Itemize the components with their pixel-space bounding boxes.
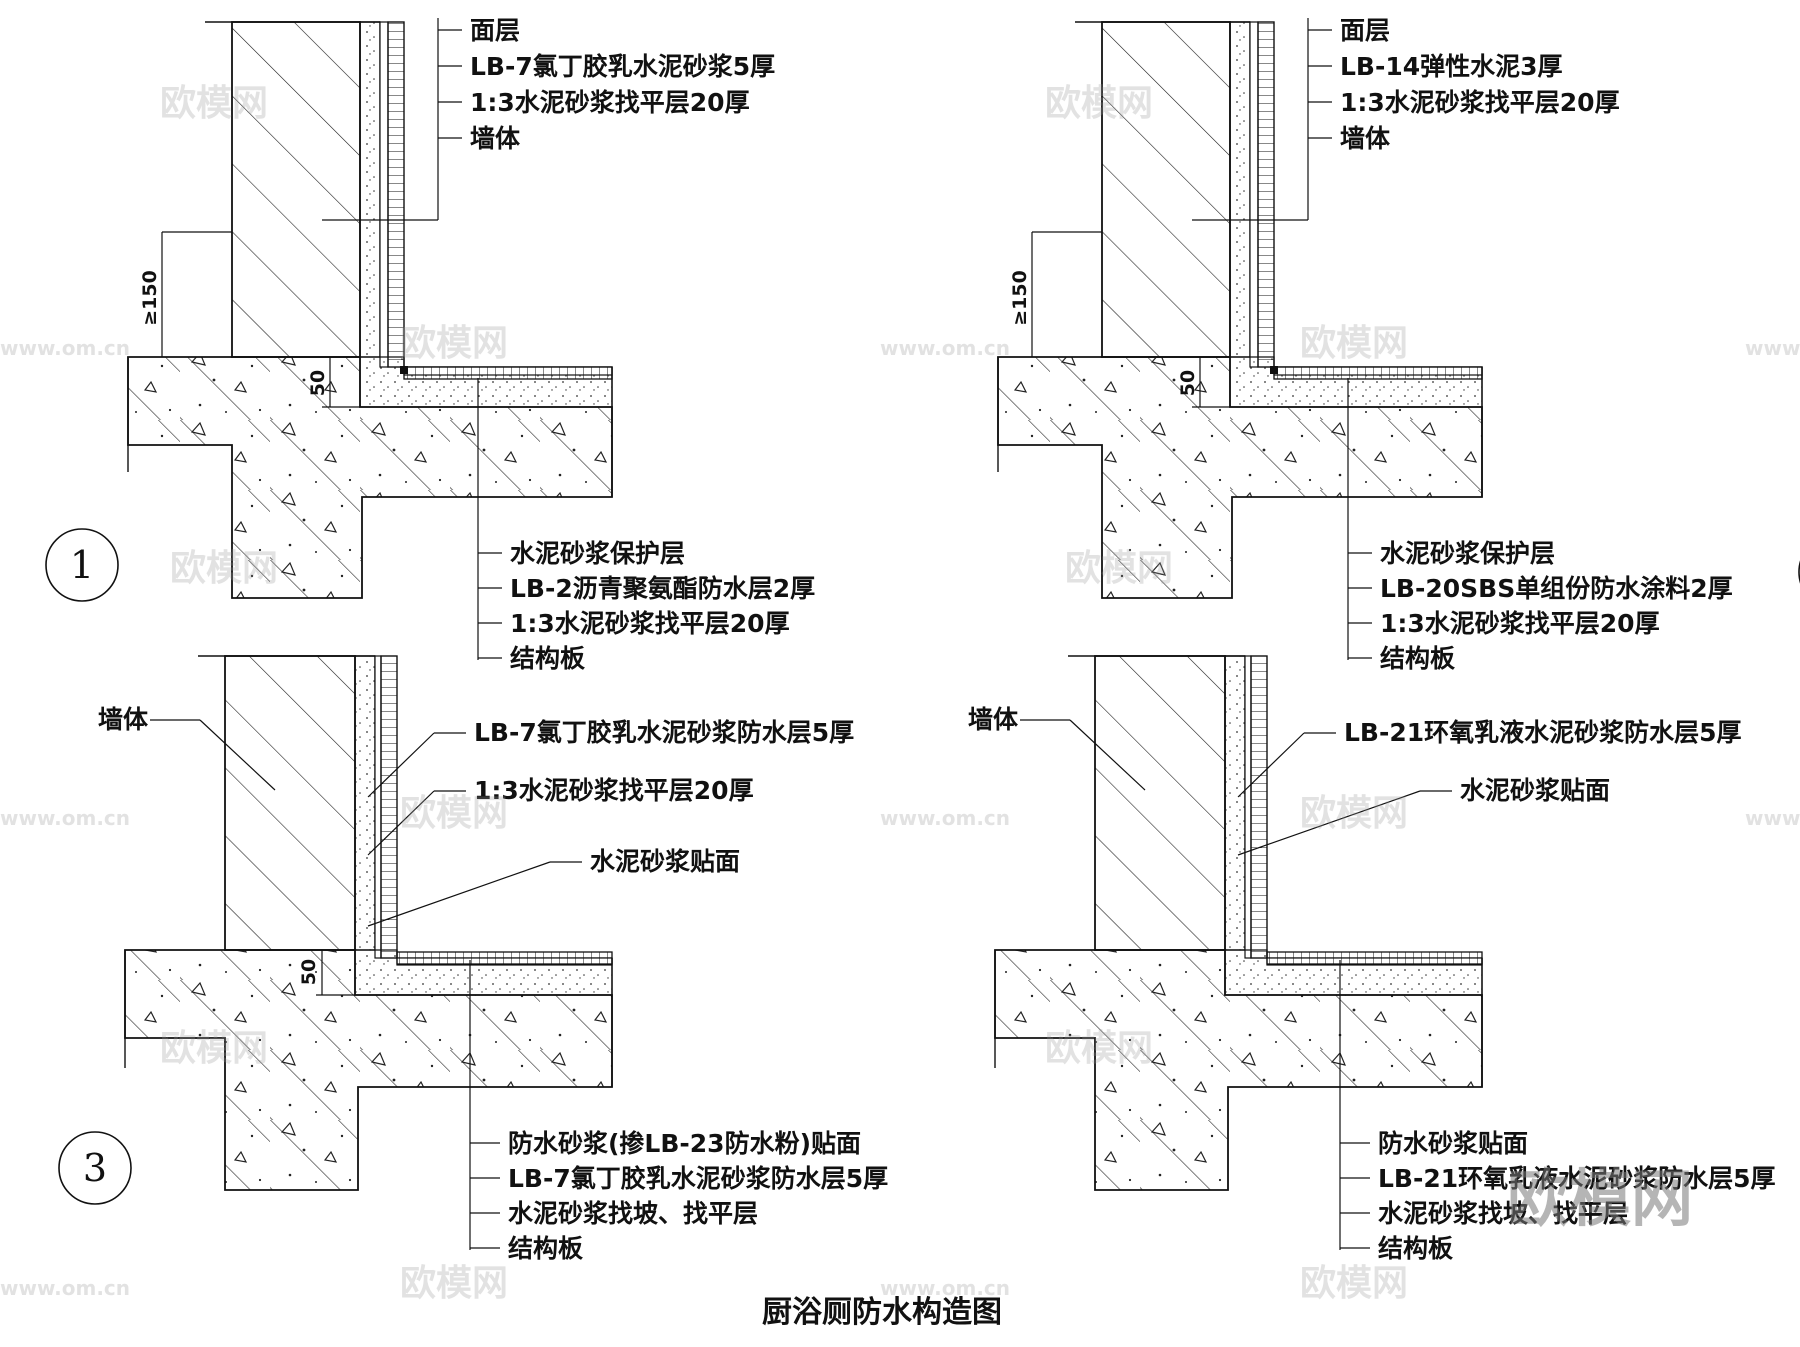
dim-offset-label: 50 xyxy=(298,959,320,985)
floor-layer-label: 1:3水泥砂浆找平层20厚 xyxy=(1380,609,1660,638)
floor-layer-label: 水泥砂浆找坡、找平层 xyxy=(1378,1199,1628,1228)
floor-layer-label: 结构板 xyxy=(508,1234,583,1263)
wall-layer-label: LB-14弹性水泥3厚 xyxy=(1340,52,1563,81)
wall-layer-label: 1:3水泥砂浆找平层20厚 xyxy=(474,776,754,805)
waterproof-layer xyxy=(1244,655,1252,959)
watermark-url: www.om.cn xyxy=(0,806,130,830)
leveling-layer xyxy=(359,21,381,358)
floor-layer-label: LB-2沥青聚氨酯防水层2厚 xyxy=(510,574,815,603)
floor-layer-label: 水泥砂浆找坡、找平层 xyxy=(508,1199,758,1228)
watermark-large: 欧模网 xyxy=(1507,1162,1693,1235)
watermark: 欧模网 xyxy=(400,793,508,834)
watermark: 欧模网 xyxy=(1045,1028,1153,1069)
wall-layer-label: 水泥砂浆贴面 xyxy=(590,847,740,876)
floor-layer-label: 水泥砂浆保护层 xyxy=(510,539,685,568)
watermark: 欧模网 xyxy=(400,323,508,364)
wall-layer-label: LB-7氯丁胶乳水泥砂浆5厚 xyxy=(470,52,775,81)
watermark-url: www.om.cn xyxy=(880,336,1010,360)
floor-facing-layer xyxy=(396,951,613,965)
wall-layer-label: 面层 xyxy=(470,16,520,45)
watermark: 欧模网 xyxy=(1065,548,1173,589)
facing-layer xyxy=(380,655,398,959)
wall-layer-label: 水泥砂浆贴面 xyxy=(1460,776,1610,805)
watermark-url: www.om.cn xyxy=(1745,336,1800,360)
watermark-url: www.om.cn xyxy=(880,1276,1010,1300)
watermark: 欧模网 xyxy=(1045,83,1153,124)
wall-layer-label: LB-21环氧乳液水泥砂浆防水层5厚 xyxy=(1344,718,1742,747)
wall-layer-label: 墙体 xyxy=(1340,124,1391,153)
corner-seal xyxy=(400,366,408,374)
waterproof-layer xyxy=(379,21,389,368)
facing-layer xyxy=(1250,655,1268,959)
floor-layer-label: 结构板 xyxy=(1378,1234,1453,1263)
watermark: 欧模网 xyxy=(1300,323,1408,364)
detail-number-circle xyxy=(1798,560,1800,584)
detail-number-circle xyxy=(45,528,119,602)
floor-protection-layer xyxy=(403,366,613,380)
dim-height-label: ≥150 xyxy=(1009,270,1031,326)
watermark-url: www.om.cn xyxy=(880,806,1010,830)
floor-layer-label: LB-20SBS单组份防水涂料2厚 xyxy=(1380,574,1733,603)
floor-layer-label: 防水砂浆(掺LB-23防水粉)贴面 xyxy=(508,1129,861,1158)
floor-protection-layer xyxy=(1273,366,1483,380)
dim-offset-label: 50 xyxy=(1177,370,1199,396)
floor-leveling-layer xyxy=(1229,356,1483,408)
floor-layer-label: 结构板 xyxy=(1380,644,1455,673)
floor-layer-label: LB-21环氧乳液水泥砂浆防水层5厚 xyxy=(1378,1164,1776,1193)
watermark: 欧模网 xyxy=(1300,1263,1408,1304)
waterproof-layer xyxy=(374,655,382,959)
watermark: 欧模网 xyxy=(170,548,278,589)
wall-layer-label: 1:3水泥砂浆找平层20厚 xyxy=(470,88,750,117)
detail-number: 1 xyxy=(70,543,94,587)
drawing-title: 厨浴厕防水构造图 xyxy=(762,1295,1002,1330)
wall-layer-label: LB-7氯丁胶乳水泥砂浆防水层5厚 xyxy=(474,718,854,747)
waterproof-layer xyxy=(1249,21,1259,368)
watermark-url: www.om.cn xyxy=(1745,806,1800,830)
wall-label: 墙体 xyxy=(98,705,149,734)
floor-leveling-layer xyxy=(359,356,613,408)
wall-layer-label: 面层 xyxy=(1340,16,1390,45)
dim-offset-label: 50 xyxy=(307,370,329,396)
watermark: 欧模网 xyxy=(1300,793,1408,834)
floor-facing-layer xyxy=(1266,951,1483,965)
wall xyxy=(1101,21,1231,358)
detail-3: 50 墙体 LB-7氯丁胶乳水泥砂浆防水层5厚 1:3水泥砂浆找平层20厚水泥砂浆贴面… xyxy=(58,655,888,1263)
detail-2: ≥15050面层LB-14弹性水泥3厚1:3水泥砂浆找平层20厚墙体水泥砂浆保护… xyxy=(997,16,1800,673)
floor-layer-label: LB-7氯丁胶乳水泥砂浆防水层5厚 xyxy=(508,1164,888,1193)
facing-layer xyxy=(387,21,405,368)
floor-layer-label: 结构板 xyxy=(510,644,585,673)
wall xyxy=(224,655,356,951)
dim-height-label: ≥150 xyxy=(139,270,161,326)
detail-1: ≥15050面层LB-7氯丁胶乳水泥砂浆5厚1:3水泥砂浆找平层20厚墙体水泥砂… xyxy=(45,16,815,673)
watermark-url: www.om.cn xyxy=(0,336,130,360)
leveling-layer xyxy=(1224,655,1246,951)
wall-layer-label: 墙体 xyxy=(470,124,521,153)
floor-layer-label: 水泥砂浆保护层 xyxy=(1380,539,1555,568)
detail-number: 3 xyxy=(83,1146,107,1190)
watermark: 欧模网 xyxy=(400,1263,508,1304)
wall-label: 墙体 xyxy=(968,705,1019,734)
leveling-layer xyxy=(1229,21,1251,358)
wall xyxy=(1094,655,1226,951)
watermark: 欧模网 xyxy=(160,1028,268,1069)
wall xyxy=(231,21,361,358)
corner-seal xyxy=(1270,366,1278,374)
floor-layer-label: 防水砂浆贴面 xyxy=(1378,1129,1528,1158)
detail-number-circle xyxy=(58,1131,132,1205)
floor-layer-label: 1:3水泥砂浆找平层20厚 xyxy=(510,609,790,638)
leveling-layer xyxy=(354,655,376,951)
watermark: 欧模网 xyxy=(160,83,268,124)
facing-layer xyxy=(1257,21,1275,368)
wall-layer-label: 1:3水泥砂浆找平层20厚 xyxy=(1340,88,1620,117)
watermarks: 欧模网欧模网欧模网欧模网欧模网欧模网欧模网欧模网欧模网欧模网欧模网欧模网www.… xyxy=(0,83,1800,1304)
watermark-url: www.om.cn xyxy=(0,1276,130,1300)
